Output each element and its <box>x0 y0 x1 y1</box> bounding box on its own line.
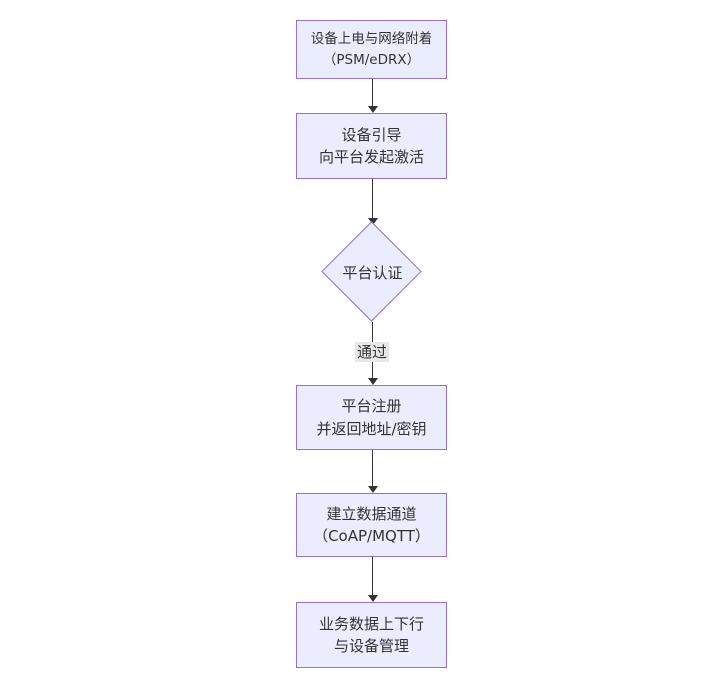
node-business-line1: 业务数据上下行 <box>318 614 424 633</box>
arrow-head-icon <box>367 106 378 113</box>
arrow-line <box>372 79 373 107</box>
edge-label-pass: 通过 <box>354 342 390 362</box>
node-business: 业务数据上下行 与设备管理 <box>296 602 447 668</box>
node-register: 平台注册 并返回地址/密钥 <box>296 385 447 450</box>
node-bootstrap-line1: 设备引导 <box>341 125 402 144</box>
node-register-line2: 并返回地址/密钥 <box>316 419 427 438</box>
node-auth-label: 平台认证 <box>342 264 403 282</box>
node-business-line2: 与设备管理 <box>333 637 409 655</box>
node-power-attach: 设备上电与网络附着 （PSM/eDRX） <box>296 20 447 79</box>
arrow-line <box>372 557 373 596</box>
node-data-channel-line2: （CoAP/MQTT） <box>313 527 430 545</box>
arrow-boot-to-auth <box>367 179 378 225</box>
arrow-line <box>372 450 373 487</box>
node-data-channel: 建立数据通道 （CoAP/MQTT） <box>296 493 447 557</box>
arrow-head-icon <box>367 486 378 493</box>
arrow-line <box>372 179 373 219</box>
node-power-attach-line1: 设备上电与网络附着 <box>310 31 433 48</box>
node-register-line1: 平台注册 <box>341 397 402 415</box>
node-data-channel-line1: 建立数据通道 <box>326 504 417 523</box>
arrow-head-icon <box>367 595 378 602</box>
arrow-power-to-boot <box>367 79 378 113</box>
arrow-register-to-channel <box>367 450 378 493</box>
node-power-attach-line2: （PSM/eDRX） <box>322 51 421 68</box>
node-bootstrap: 设备引导 向平台发起激活 <box>296 113 447 179</box>
arrow-channel-to-business <box>367 557 378 602</box>
arrow-head-icon <box>367 378 378 385</box>
node-bootstrap-line2: 向平台发起激活 <box>318 148 424 166</box>
